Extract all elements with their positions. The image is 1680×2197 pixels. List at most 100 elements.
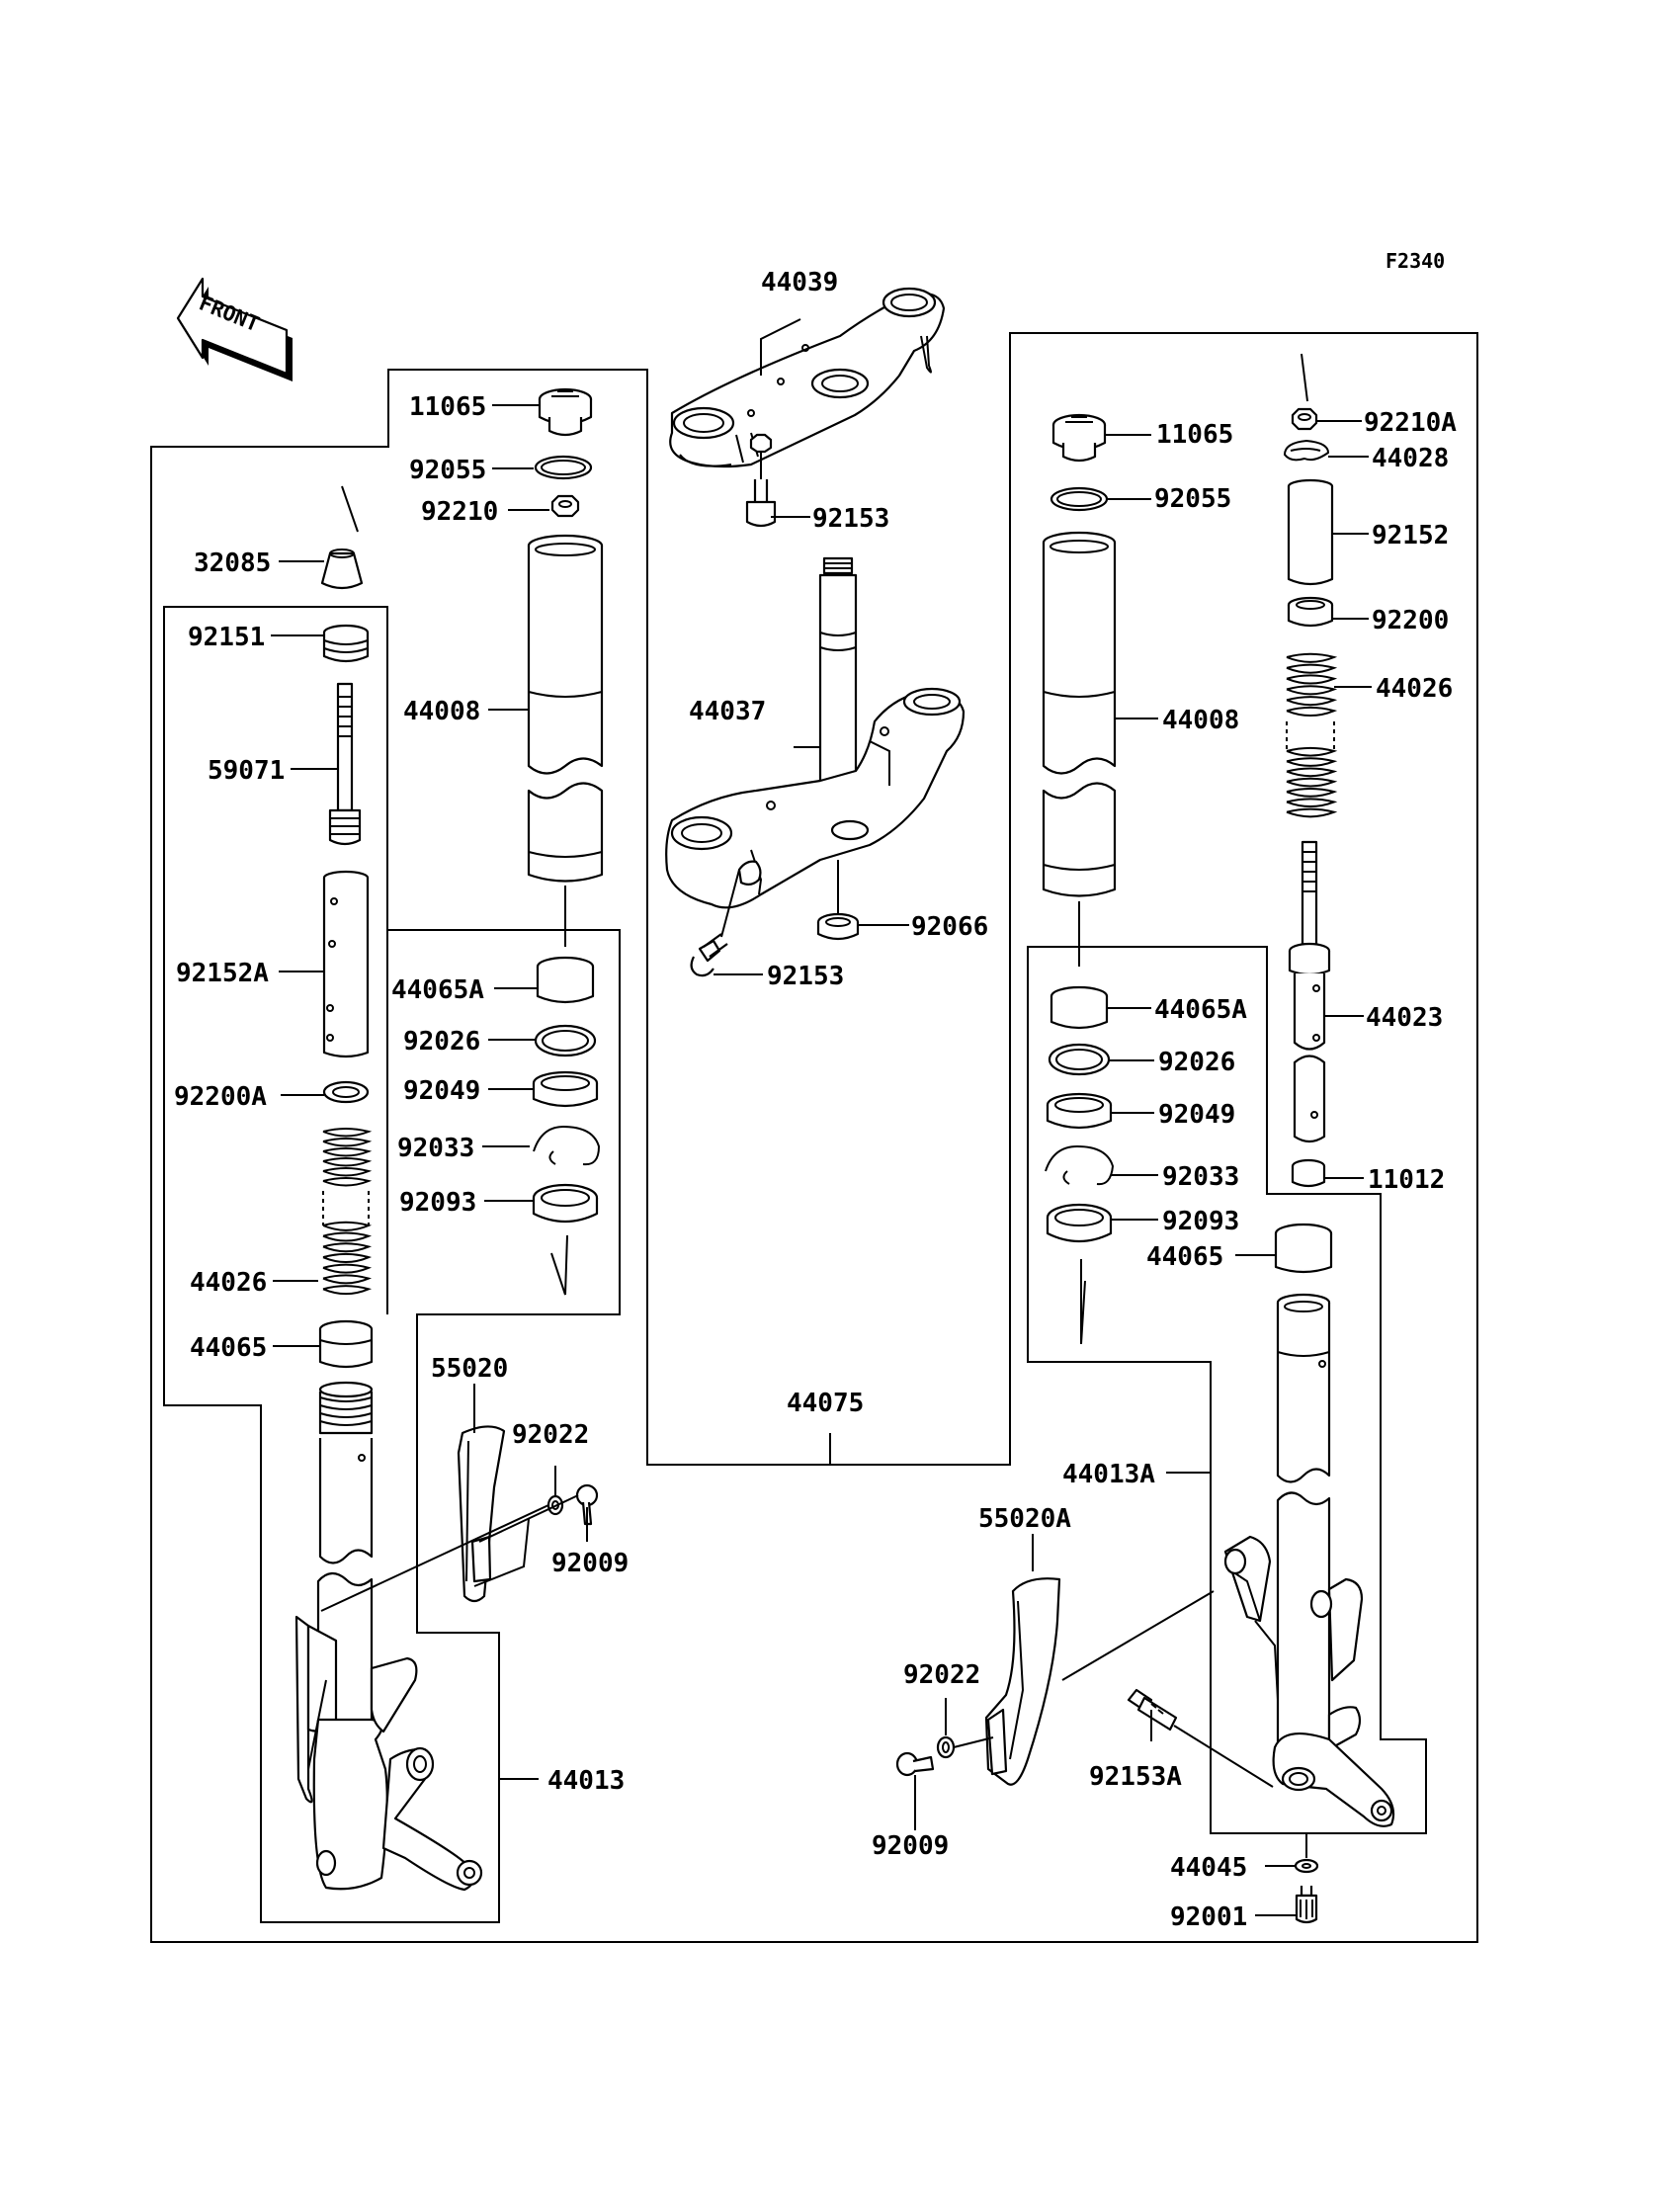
label-92200A: 92200A: [174, 1082, 267, 1112]
label-92152: 92152: [1372, 521, 1449, 550]
damper-rod-44023: [1288, 840, 1331, 1143]
label-44026-right: 44026: [1376, 674, 1453, 704]
label-92210A: 92210A: [1364, 408, 1457, 438]
label-44075: 44075: [787, 1389, 864, 1418]
label-55020: 55020: [431, 1354, 508, 1384]
label-92200: 92200: [1372, 606, 1449, 635]
label-32085: 32085: [194, 549, 271, 578]
label-44008-right: 44008: [1162, 706, 1239, 735]
assembly-boundary-44075: [150, 332, 1478, 1943]
upper-triple-clamp-44039: [669, 287, 946, 468]
label-59071: 59071: [208, 756, 285, 786]
label-44013: 44013: [547, 1766, 625, 1796]
stem-nut-92066: [816, 912, 860, 941]
dust-seal-92093-right: [1046, 1203, 1113, 1243]
right-inner-tube-lower: [1276, 1293, 1331, 1483]
label-92009: 92009: [551, 1549, 629, 1578]
retaining-ring-92033: [533, 1125, 601, 1166]
bolt-92001: [1295, 1886, 1318, 1924]
label-92026: 92026: [403, 1027, 480, 1056]
label-92049-right: 92049: [1158, 1100, 1235, 1130]
oil-seal-92049-right: [1046, 1092, 1113, 1130]
fork-cap-bolt-11065-right: [1051, 413, 1107, 463]
label-92055: 92055: [409, 456, 486, 485]
label-44039: 44039: [761, 268, 838, 297]
label-92026-right: 92026: [1158, 1048, 1235, 1077]
fork-spring-44026: [322, 1128, 373, 1296]
fork-spring-44026-right: [1286, 652, 1338, 818]
label-92153-upper: 92153: [812, 504, 889, 534]
stopper-44028: [1283, 439, 1330, 462]
label-92033-right: 92033: [1162, 1162, 1239, 1192]
right-fork-inner-boundary: [1027, 946, 1427, 1834]
left-outer-tube-44013: [294, 1571, 483, 1892]
label-44013A: 44013A: [1062, 1460, 1155, 1489]
fork-guard-55020A: [984, 1577, 1061, 1786]
washer-92022-right: [936, 1735, 956, 1759]
slide-bushing-44065A: [536, 956, 595, 1004]
label-92153-lower: 92153: [767, 962, 844, 991]
label-92033: 92033: [397, 1134, 474, 1163]
label-44045: 44045: [1170, 1853, 1247, 1883]
figure-code: F2340: [1386, 249, 1445, 273]
o-ring-92055-right: [1050, 486, 1109, 512]
label-92022-right: 92022: [903, 1660, 980, 1690]
front-arrow-icon: FRONT: [176, 277, 293, 381]
label-11065-right: 11065: [1156, 420, 1233, 450]
oil-seal-92049: [532, 1070, 599, 1108]
spring-seat-92151: [322, 624, 370, 663]
label-55020A: 55020A: [978, 1504, 1071, 1534]
label-44065A: 44065A: [391, 975, 484, 1005]
fork-guard-55020: [457, 1425, 506, 1603]
inner-tube-44008-right: [1042, 531, 1117, 897]
label-92055-right: 92055: [1154, 484, 1231, 514]
label-44065-right: 44065: [1146, 1242, 1223, 1272]
cap-11012: [1291, 1158, 1326, 1188]
label-92093-right: 92093: [1162, 1207, 1239, 1236]
label-92153A: 92153A: [1089, 1762, 1182, 1792]
rod-59071: [328, 682, 362, 846]
label-44028: 44028: [1372, 444, 1449, 473]
label-92001: 92001: [1170, 1902, 1247, 1932]
left-inner-tube-lower: [318, 1381, 374, 1564]
label-44008: 44008: [403, 697, 480, 726]
collar-92152: [1287, 478, 1334, 586]
label-92066: 92066: [911, 912, 988, 942]
fork-cap-bolt-11065: [538, 387, 593, 437]
slide-bushing-44065A-right: [1050, 985, 1109, 1030]
bolt-92153-lower: [690, 933, 728, 977]
collar-pipe-92152A: [322, 870, 370, 1058]
label-92009-right: 92009: [872, 1831, 949, 1861]
label-44037: 44037: [689, 697, 766, 726]
washer-44045: [1294, 1858, 1319, 1874]
bolt-92009-right: [895, 1751, 935, 1777]
label-11065: 11065: [409, 392, 486, 422]
label-44065A-right: 44065A: [1154, 995, 1247, 1025]
label-11012: 11012: [1368, 1165, 1445, 1195]
part-labels: 11065 92055 92210 32085 92151 44008 5907…: [174, 268, 1457, 1932]
spring-seat-92200: [1287, 596, 1334, 628]
label-92093: 92093: [399, 1188, 476, 1218]
label-92022: 92022: [512, 1420, 589, 1450]
label-44023: 44023: [1366, 1003, 1443, 1033]
nut-92210A: [1291, 407, 1318, 431]
bushing-44065-right: [1274, 1223, 1333, 1274]
dust-seal-92093: [532, 1183, 599, 1224]
bushing-44065: [318, 1319, 374, 1369]
collar-32085: [320, 549, 364, 590]
retaining-ring-92033-right: [1045, 1144, 1115, 1186]
label-92151: 92151: [188, 623, 265, 652]
washer-92200A: [322, 1080, 370, 1104]
label-92049: 92049: [403, 1076, 480, 1106]
inner-tube-44008: [527, 534, 604, 883]
bolt-92153: [745, 433, 777, 528]
label-92152A: 92152A: [176, 959, 269, 988]
steering-stem-44037: [665, 556, 966, 909]
right-outer-tube-44013A: [1223, 1491, 1395, 1827]
washer-92026: [534, 1024, 597, 1057]
label-44065: 44065: [190, 1333, 267, 1363]
label-92210: 92210: [421, 497, 498, 527]
leader-lines: [271, 404, 1372, 1916]
